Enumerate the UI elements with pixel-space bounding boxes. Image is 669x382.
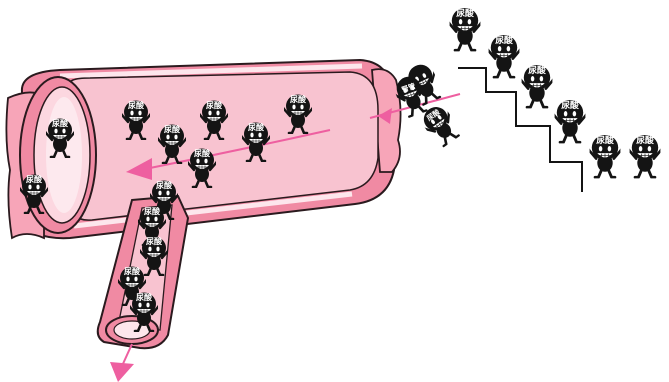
svg-text:尿酸: 尿酸	[136, 292, 153, 302]
svg-text:尿酸: 尿酸	[528, 64, 546, 76]
uric-acid-character: 尿酸	[485, 34, 522, 77]
svg-text:尿酸: 尿酸	[146, 236, 163, 246]
svg-text:尿酸: 尿酸	[156, 180, 173, 190]
svg-text:尿酸: 尿酸	[206, 100, 223, 110]
svg-text:尿酸: 尿酸	[164, 124, 181, 134]
svg-text:尿酸: 尿酸	[248, 122, 265, 132]
svg-text:尿酸: 尿酸	[194, 148, 211, 158]
uric-acid-character: 尿酸	[626, 134, 663, 177]
svg-text:尿酸: 尿酸	[52, 118, 69, 128]
uric-acid-character: 尿酸	[518, 64, 555, 107]
svg-text:尿酸: 尿酸	[144, 206, 161, 216]
svg-text:尿酸: 尿酸	[124, 266, 141, 276]
svg-text:尿酸: 尿酸	[636, 134, 654, 146]
svg-text:尿酸: 尿酸	[26, 174, 43, 184]
uric-acid-character: 尿酸	[551, 99, 588, 142]
svg-text:尿酸: 尿酸	[290, 94, 307, 104]
svg-text:尿酸: 尿酸	[561, 99, 579, 111]
uric-acid-character: 尿酸	[586, 134, 623, 177]
uric-acid-character: 尿酸	[415, 100, 465, 151]
svg-text:尿酸: 尿酸	[456, 7, 474, 19]
flow-arrow-branch	[110, 344, 134, 382]
svg-text:尿酸: 尿酸	[128, 100, 145, 110]
svg-text:尿酸: 尿酸	[495, 34, 513, 46]
svg-text:尿酸: 尿酸	[596, 134, 614, 146]
uric-acid-character: 尿酸	[446, 7, 483, 50]
